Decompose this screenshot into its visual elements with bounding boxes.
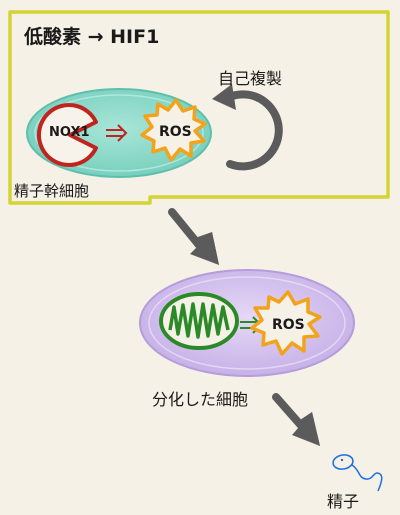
differentiated-cell-label: 分化した細胞 [152,390,249,409]
mitochondrion [159,292,239,350]
self-renewal-label: 自己複製 [218,69,283,88]
nox1-enzyme [36,103,98,167]
red-arrow-icon [106,124,128,142]
down-arrow-1 [168,208,219,265]
sperm-label: 精子 [327,492,360,511]
stem-cell-label: 精子幹細胞 [14,182,90,200]
self-renewal-arrow [226,90,283,171]
ros-label-top: ROS [159,124,192,140]
ros-label-bottom: ROS [272,317,305,333]
ros-burst-top [140,98,207,162]
sperm-icon [332,454,383,492]
title: 低酸素 → HIF1 [24,26,160,48]
ros-burst-bottom [250,290,322,356]
niche-boundary [8,10,390,205]
nox1-label: NOX1 [49,125,90,140]
down-arrow-2 [272,393,320,446]
